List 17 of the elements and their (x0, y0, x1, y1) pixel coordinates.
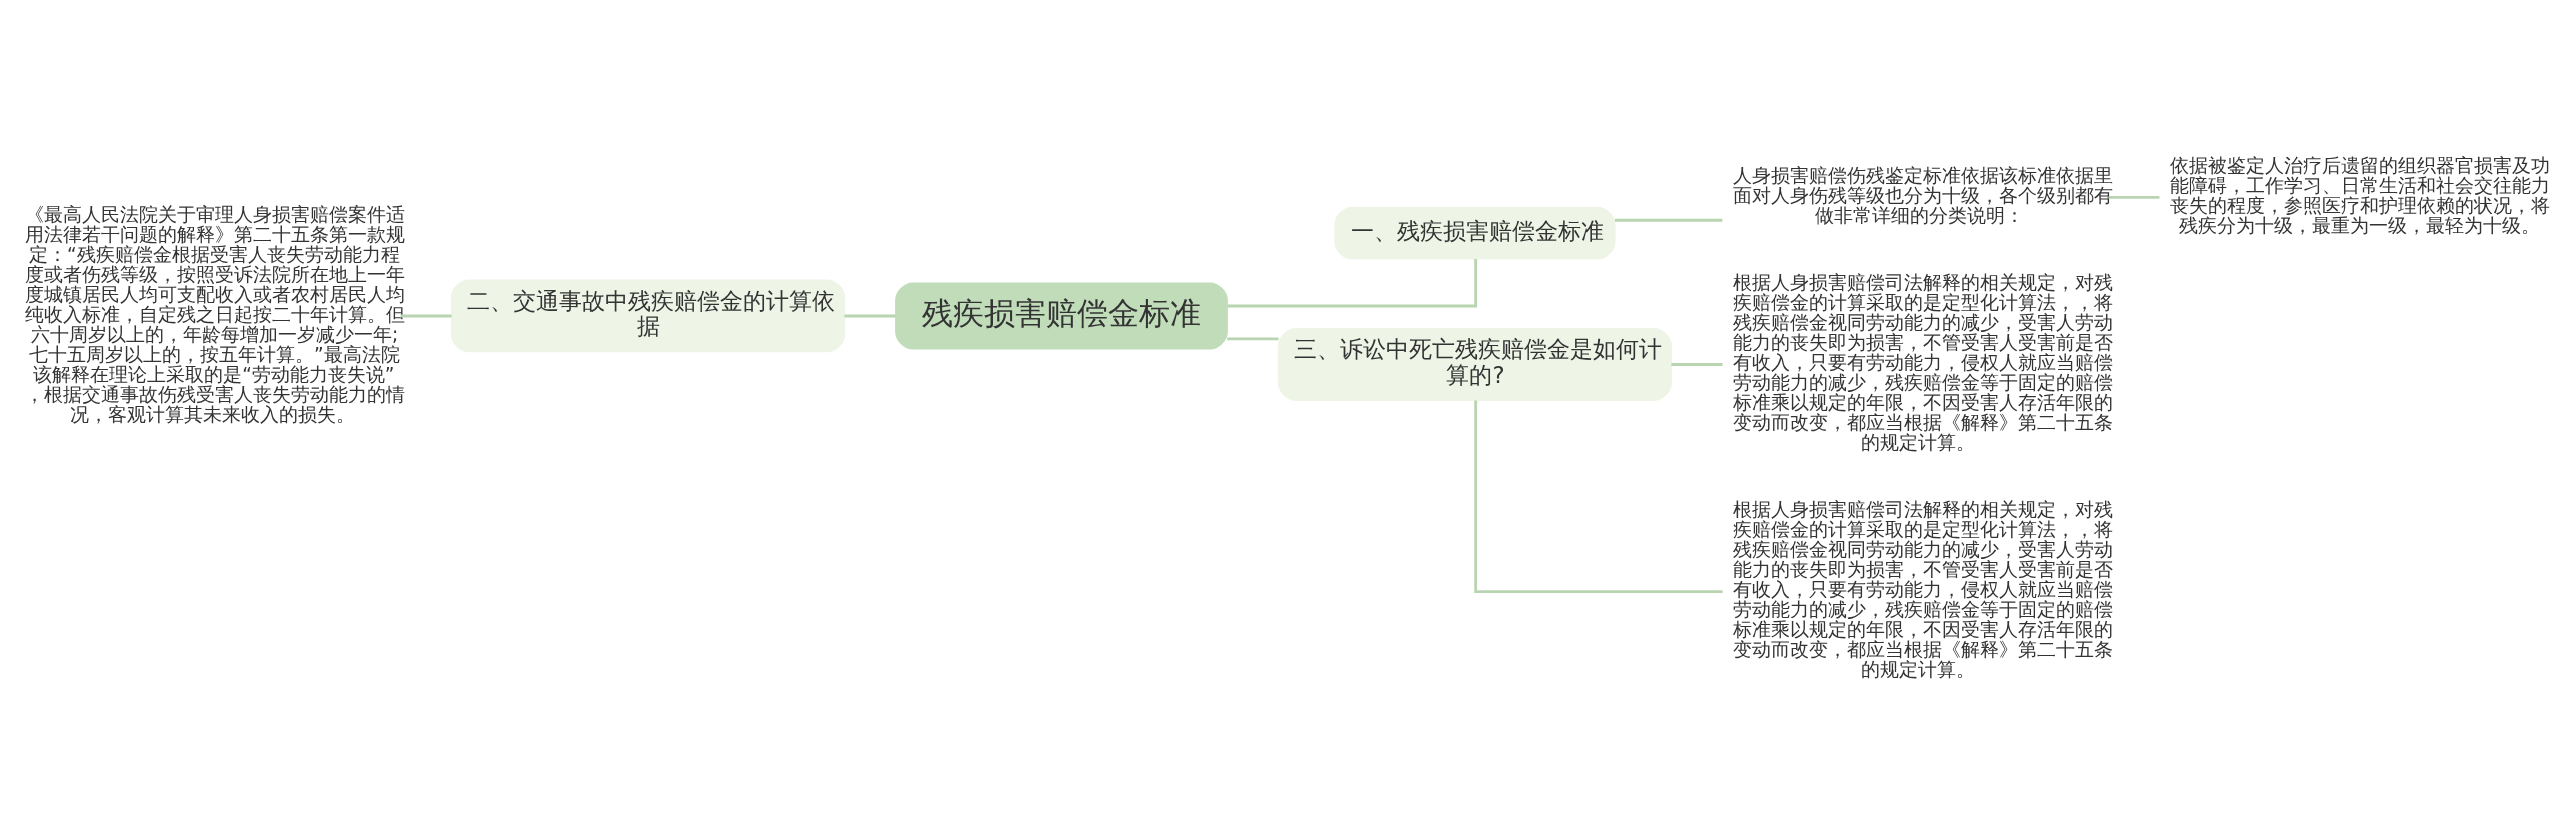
node-box: 三、诉讼中死亡残疾赔偿金是如何计算的? (1277, 328, 1673, 401)
node-text: 人身损害赔偿伤残鉴定标准依据该标准依据里面对人身伤残等级也分为十级，各个级别都有做非常详细的分类说明： (1732, 165, 2113, 227)
node-text: 根据人身损害赔偿司法解释的相关规定，对残疾赔偿金的计算采取的是定型化计算法，，将残疾赔偿金视同劳动能力的减少，受害人劳动能力的丧失即为损害，不管受害人受害前是否有收入，只要有劳动能力，侵权人就应当赔偿劳动能力的减少，残疾赔偿金等于固定的赔偿标准乘以规定的年限，不因受害人存活年限的变动而改变，都应当根据《解释》第二十五条的规定计算。 (1732, 272, 2113, 454)
connector (2108, 196, 2160, 199)
connector (1671, 363, 1723, 366)
connector (844, 314, 896, 318)
connector (1227, 337, 1279, 341)
connector (400, 314, 452, 318)
node-box: 残疾损害赔偿金标准 (895, 282, 1228, 350)
connector (1227, 259, 1478, 308)
connector (1474, 400, 1723, 594)
connector (1614, 218, 1723, 222)
node-box: 一、残疾损害赔偿金标准 (1334, 206, 1616, 260)
node-text: 依据被鉴定人治疗后遗留的组织器官损害及功能障碍，工作学习、日常生活和社会交往能力丧失的程度，参照医疗和护理依赖的状况，将残疾分为十级，最重为一级，最轻为十级。 (2169, 155, 2550, 237)
node-box: 二、交通事故中残疾赔偿金的计算依据 (450, 279, 846, 353)
node-text: 根据人身损害赔偿司法解释的相关规定，对残疾赔偿金的计算采取的是定型化计算法，，将残疾赔偿金视同劳动能力的减少，受害人劳动能力的丧失即为损害，不管受害人受害前是否有收入，只要有劳动能力，侵权人就应当赔偿劳动能力的减少，残疾赔偿金等于固定的赔偿标准乘以规定的年限，不因受害人存活年限的变动而改变，都应当根据《解释》第二十五条的规定计算。 (1732, 499, 2113, 681)
node-text: 《最高人民法院关于审理人身损害赔偿案件适用法律若干问题的解释》第二十五条第一款规定：“残疾赔偿金根据受害人丧失劳动能力程度或者伤残等级，按照受诉法院所在地上一年度城镇居民人均可支配收入或者农村居民人均纯收入标准，自定残之日起按二十年计算。但六十周岁以上的，年龄每增加一岁减少一年;七十五周岁以上的，按五年计算。”最高法院该解释在理论上采取的是“劳动能力丧失说”，根据交通事故伤残受害人丧失劳动能力的情况，客观计算其未来收入的损失。 (24, 203, 405, 425)
